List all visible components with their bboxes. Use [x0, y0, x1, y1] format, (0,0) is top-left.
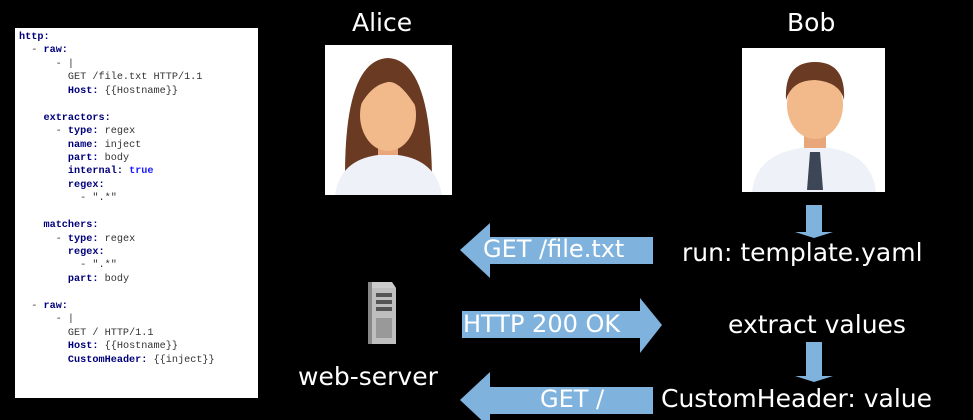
yaml-key: name:	[67, 139, 99, 151]
code-line: GET /file.txt HTTP/1.1	[19, 71, 258, 84]
code-line: regex:	[19, 246, 258, 259]
code-line: regex:	[19, 179, 258, 192]
yaml-value: GET /file.txt HTTP/1.1	[19, 72, 203, 84]
yaml-value: true	[129, 166, 154, 178]
yaml-value: - |	[19, 314, 75, 326]
yaml-key: extractors:	[43, 112, 111, 124]
code-line: Host: {{Hostname}}	[19, 340, 258, 353]
bob-label: Bob	[787, 8, 836, 37]
code-line: - ".*"	[19, 259, 258, 272]
yaml-key: type:	[67, 126, 99, 138]
yaml-key: matchers:	[43, 220, 99, 232]
custom-header-step: CustomHeader: value	[661, 384, 933, 413]
alice-label: Alice	[352, 8, 413, 37]
yaml-key: internal:	[67, 166, 123, 178]
code-line: Host: {{Hostname}}	[19, 85, 258, 98]
bob-avatar	[742, 48, 885, 192]
yaml-key: regex:	[67, 247, 105, 258]
yaml-value: GET / HTTP/1.1	[19, 327, 154, 339]
http-200-label: HTTP 200 OK	[463, 310, 621, 338]
get-file-label: GET /file.txt	[483, 235, 625, 263]
yaml-value: regex	[98, 233, 136, 245]
yaml-value: - ".*"	[19, 260, 117, 272]
code-line: name: inject	[19, 139, 258, 152]
code-line: - |	[19, 58, 258, 71]
code-line: - type: regex	[19, 233, 258, 246]
code-line: part: body	[19, 273, 258, 286]
arrow-get-file-left	[460, 223, 653, 278]
code-line: GET / HTTP/1.1	[19, 327, 258, 340]
code-line: internal: true	[19, 165, 258, 178]
arrow-extract-to-header	[795, 342, 833, 382]
yaml-key: Host:	[67, 85, 99, 97]
server-icon	[368, 282, 396, 344]
yaml-key: CustomHeader:	[67, 354, 148, 366]
code-line: http:	[19, 31, 258, 44]
arrow-http-200-right	[462, 298, 662, 353]
yaml-key: part:	[67, 273, 99, 285]
yaml-value: -	[19, 45, 44, 57]
yaml-value: regex	[98, 126, 136, 138]
code-line: - |	[19, 313, 258, 326]
arrow-get-root-left	[460, 372, 653, 420]
code-line: part: body	[19, 152, 258, 165]
yaml-value: - |	[19, 58, 75, 70]
code-text: http: - raw: - | GET /file.txt HTTP/1.1 …	[19, 31, 258, 367]
yaml-value: {{inject}}	[147, 354, 215, 366]
yaml-value: {{Hostname}}	[98, 341, 178, 353]
get-root-label: GET /	[540, 385, 605, 413]
yaml-key: raw:	[43, 300, 68, 312]
code-line: - type: regex	[19, 125, 258, 138]
yaml-template-code: http: - raw: - | GET /file.txt HTTP/1.1 …	[15, 28, 258, 398]
yaml-key: http:	[19, 32, 50, 43]
yaml-key: Host:	[67, 341, 99, 353]
yaml-key: type:	[67, 233, 99, 245]
yaml-key: raw:	[43, 45, 68, 57]
yaml-key: part:	[67, 152, 99, 164]
yaml-key: regex:	[67, 179, 105, 191]
code-line: extractors:	[19, 112, 258, 125]
arrow-bob-to-run	[795, 205, 833, 238]
yaml-value: body	[98, 152, 130, 164]
run-template-step: run: template.yaml	[682, 238, 923, 267]
yaml-value: -	[19, 233, 68, 245]
yaml-value: -	[19, 300, 44, 312]
alice-avatar	[325, 45, 452, 195]
code-line: - raw:	[19, 44, 258, 57]
extract-values-step: extract values	[728, 310, 906, 339]
yaml-value: - ".*"	[19, 193, 117, 205]
yaml-value: inject	[98, 139, 142, 151]
yaml-value: {{Hostname}}	[98, 85, 178, 97]
code-line: matchers:	[19, 219, 258, 232]
code-line: - ".*"	[19, 192, 258, 205]
yaml-value: -	[19, 126, 68, 138]
code-line: CustomHeader: {{inject}}	[19, 354, 258, 367]
yaml-value: body	[98, 273, 130, 285]
web-server-label: web-server	[298, 362, 438, 391]
code-line: - raw:	[19, 300, 258, 313]
